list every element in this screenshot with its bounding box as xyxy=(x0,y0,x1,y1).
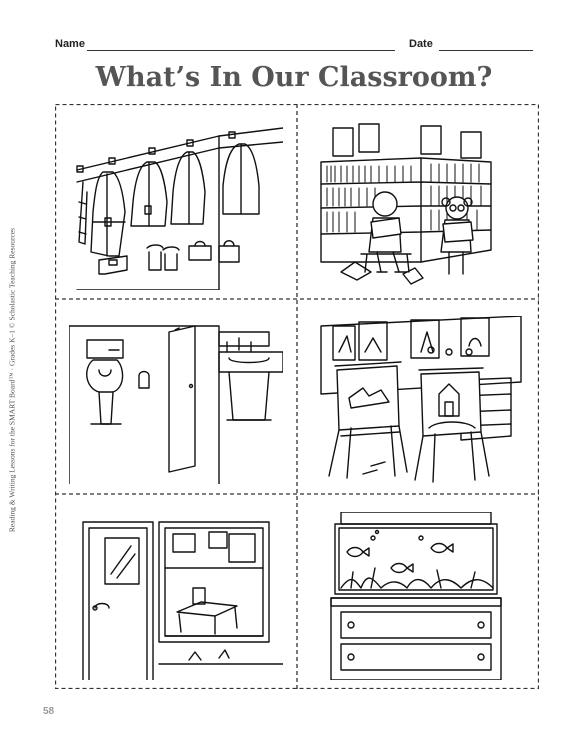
coats-hooks-icon xyxy=(76,127,283,290)
date-label: Date xyxy=(409,38,433,50)
library-reading-icon xyxy=(320,123,492,285)
copyright-text: Reading & Writing Lessons for the SMART … xyxy=(7,227,17,533)
aquarium-icon xyxy=(330,512,502,680)
grid-dashed-lines xyxy=(55,104,539,689)
name-line[interactable] xyxy=(87,50,395,51)
door-window-cell[interactable] xyxy=(69,512,283,680)
art-easels-icon xyxy=(320,316,522,483)
page-number: 58 xyxy=(43,706,55,717)
picture-grid xyxy=(55,104,539,689)
coats-cell[interactable] xyxy=(69,122,283,290)
restroom-icon xyxy=(69,325,283,484)
copyright-sidebar: Reading & Writing Lessons for the SMART … xyxy=(3,210,21,550)
art-cell[interactable] xyxy=(311,316,525,484)
name-label: Name xyxy=(55,38,85,50)
date-line[interactable] xyxy=(439,50,533,51)
name-date-row: Name Date xyxy=(55,38,533,54)
restroom-cell[interactable] xyxy=(69,316,283,484)
library-cell[interactable] xyxy=(311,122,525,290)
door-window-icon xyxy=(82,521,283,680)
page-title: What’s In Our Classroom? xyxy=(95,62,493,93)
aquarium-cell[interactable] xyxy=(311,512,525,680)
